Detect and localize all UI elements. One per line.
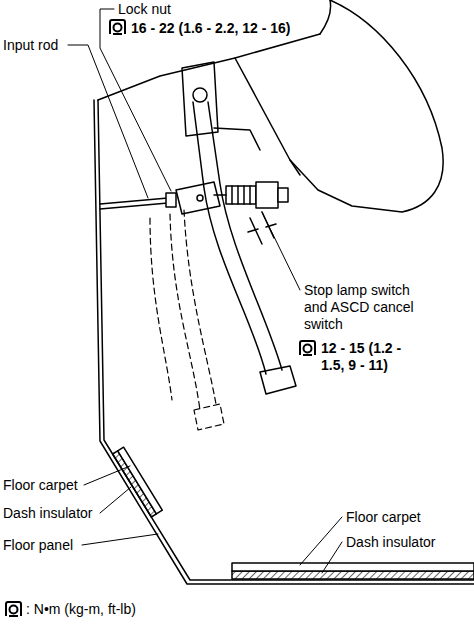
part-label: Floor carpet <box>3 477 78 494</box>
part-label: Floor panel <box>3 537 73 554</box>
part-label: Lock nut <box>118 1 171 18</box>
part-label: Dash insulator <box>346 534 436 551</box>
torque-symbol <box>6 602 21 616</box>
legend-text: : N•m (kg-m, ft-lb) <box>26 601 136 618</box>
part-label: Dash insulator <box>3 505 93 522</box>
part-label: Input rod <box>3 37 58 54</box>
torque-value: 12 - 15 (1.2 - 1.5, 9 - 11) <box>321 340 403 374</box>
part-label: Stop lamp switch and ASCD cancel switch <box>304 282 429 333</box>
torque-value: 16 - 22 (1.6 - 2.2, 12 - 16) <box>131 20 291 37</box>
part-label: Floor carpet <box>346 509 421 526</box>
